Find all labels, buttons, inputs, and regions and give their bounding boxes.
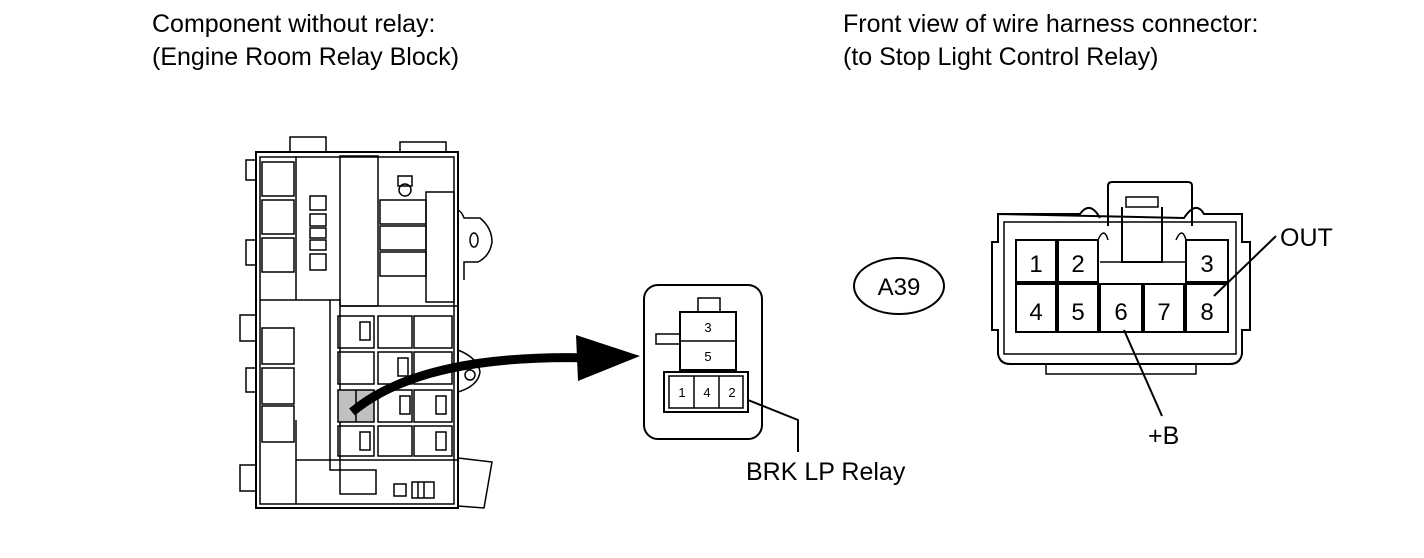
- socket-pin-2: 2: [728, 385, 735, 400]
- socket-pin-4: 4: [703, 385, 710, 400]
- pointer-arrow: [349, 335, 640, 416]
- left-caption-line1: Component without relay:: [152, 10, 436, 38]
- connector-pin-7: 7: [1157, 299, 1170, 326]
- connector-pin-6: 6: [1114, 299, 1127, 326]
- relay-label-leader: [747, 399, 799, 452]
- left-caption: Component without relay: (Engine Room Re…: [152, 8, 459, 74]
- out-leader: [1213, 235, 1277, 297]
- connector-id: A39: [878, 274, 921, 301]
- connector-pin-1: 1: [1029, 251, 1042, 278]
- right-caption-line1: Front view of wire harness connector:: [843, 10, 1259, 38]
- socket-pin-1: 1: [678, 385, 685, 400]
- connector-pin-8: 8: [1200, 299, 1213, 326]
- connector-pin-2: 2: [1071, 251, 1084, 278]
- plus-b-leader: [1123, 329, 1163, 417]
- connector-pin-4: 4: [1029, 299, 1042, 326]
- relay-block-drawing: [239, 136, 493, 509]
- out-label: OUT: [1280, 224, 1333, 252]
- connector-id-badge: [853, 257, 945, 315]
- connector-pin-5: 5: [1071, 299, 1084, 326]
- left-caption-line2: (Engine Room Relay Block): [152, 43, 460, 71]
- relay-label: BRK LP Relay: [746, 458, 906, 486]
- plus-b-label: +B: [1148, 422, 1179, 450]
- socket-pin-3: 3: [704, 320, 711, 335]
- relay-socket: [643, 284, 763, 440]
- socket-pin-5: 5: [704, 349, 711, 364]
- right-caption: Front view of wire harness connector: (t…: [843, 8, 1258, 74]
- right-caption-line2: (to Stop Light Control Relay): [843, 43, 1159, 71]
- connector-pin-3: 3: [1200, 251, 1213, 278]
- harness-connector: [991, 181, 1251, 375]
